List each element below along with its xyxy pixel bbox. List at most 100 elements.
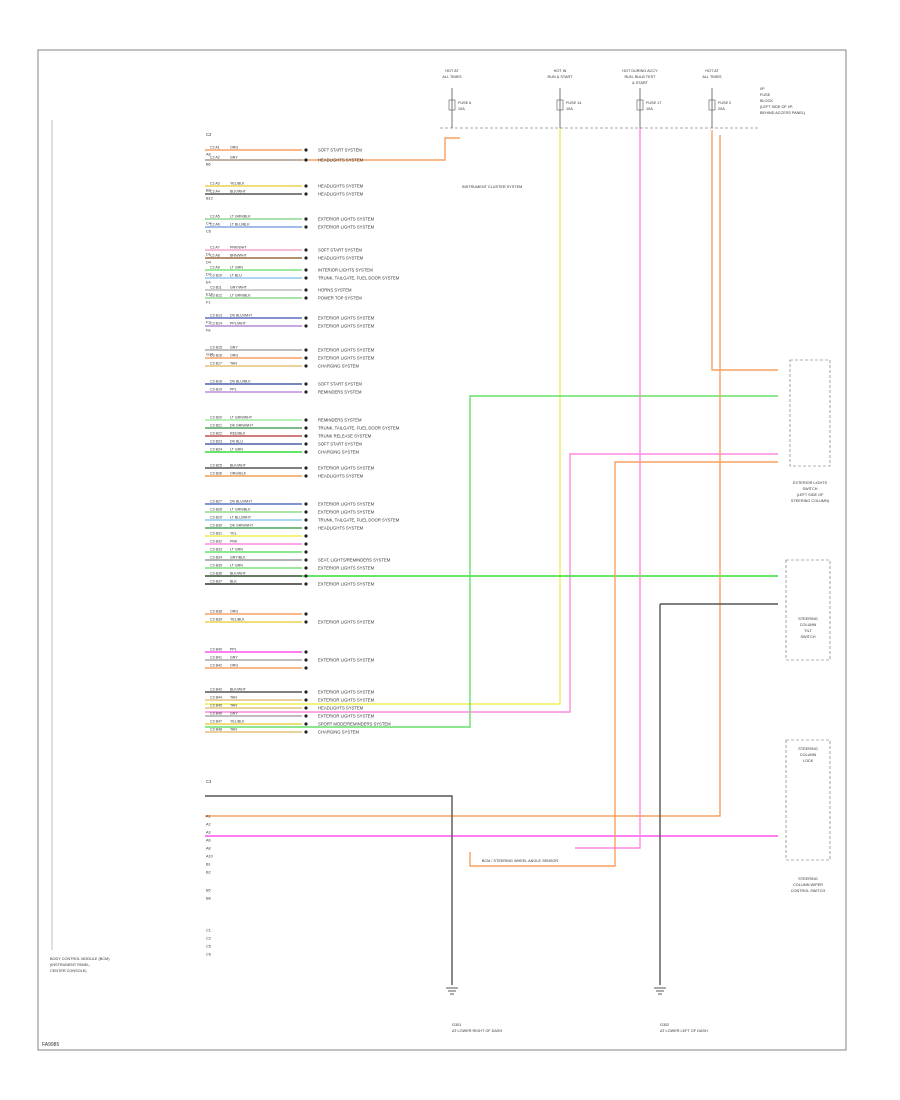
connector-pin: D4	[206, 261, 211, 265]
row-terminal	[304, 558, 308, 562]
row-destination: SPORT MODE/REMINDERS SYSTEM	[318, 722, 391, 727]
row-pin: C3 B17	[210, 362, 222, 366]
row-circuit: GRY/BLK	[230, 556, 246, 560]
row-pin: C2 A3	[210, 182, 220, 186]
connector-pin: B12	[206, 197, 213, 201]
row-terminal	[304, 690, 308, 694]
connector-pin: C1	[206, 929, 211, 933]
row-terminal	[304, 348, 308, 352]
row-pin: C3 B29	[210, 516, 222, 520]
fuse-rating: 10A	[566, 107, 573, 111]
row-circuit: YEL	[230, 532, 237, 536]
wire-run	[711, 130, 778, 371]
fuse-panel-label: BLOCK	[760, 99, 773, 103]
row-circuit: PNK/WHT	[230, 246, 247, 250]
row-circuit: PNK	[230, 540, 238, 544]
row-destination: HEADLIGHTS SYSTEM	[318, 192, 364, 197]
row-destination: EXTERIOR LIGHTS SYSTEM	[318, 566, 375, 571]
row-circuit: ORG	[230, 146, 238, 150]
row-circuit: DK GRN/WHT	[230, 524, 254, 528]
fuse-power-label: HOT IN	[554, 69, 567, 73]
row-pin: C3 B47	[210, 720, 222, 724]
row-terminal	[304, 225, 308, 229]
row-destination: SOFT START SYSTEM	[318, 248, 362, 253]
switch-label: (LEFT SIDE OF	[797, 493, 824, 497]
row-pin: C3 B38	[210, 610, 222, 614]
row-terminal	[304, 698, 308, 702]
connector-pin: A1	[206, 815, 211, 819]
row-terminal	[304, 518, 308, 522]
row-terminal	[304, 466, 308, 470]
connector-pin: C6	[206, 230, 211, 234]
row-destination: REMINDERS SYSTEM	[318, 390, 362, 395]
row-terminal	[304, 714, 308, 718]
row-terminal	[304, 288, 308, 292]
row-terminal	[304, 426, 308, 430]
row-circuit: RED/BLK	[230, 432, 246, 436]
fuse-power-label: ALL TIMES	[442, 75, 462, 79]
row-destination: SOFT START SYSTEM	[318, 148, 362, 153]
row-circuit: LT BLU/WHT	[230, 516, 252, 520]
fuse-number: FUSE 2	[718, 101, 731, 105]
row-circuit: BLK/WHT	[230, 572, 247, 576]
row-pin: C3 B14	[210, 322, 222, 326]
diagram-frame	[37, 49, 847, 1051]
fuse-panel-label: FUSE	[760, 93, 771, 97]
wire-run	[205, 795, 453, 985]
row-terminal	[304, 566, 308, 570]
row-pin: C2 A6	[210, 223, 220, 227]
row-circuit: DK GRN/WHT	[230, 424, 254, 428]
switch-box	[789, 359, 831, 467]
row-pin: C3 B23	[210, 440, 222, 444]
row-destination: EXTERIOR LIGHTS SYSTEM	[318, 714, 375, 719]
switch-label: COLUMN WIPER	[793, 883, 823, 887]
fuse-rating: 20A	[718, 107, 725, 111]
splice-label: BCM / STEERING WHEEL ANGLE SENSOR	[482, 859, 558, 863]
row-pin: C2 A2	[210, 156, 220, 160]
connector-pin: G10	[206, 353, 213, 357]
switch-label: TILT	[804, 629, 812, 633]
wire-run	[205, 453, 778, 713]
row-destination: CHARGING SYSTEM	[318, 730, 359, 735]
connector-name: C2	[206, 132, 212, 137]
row-circuit: TAN	[230, 362, 237, 366]
row-circuit: YEL/BLK	[230, 720, 245, 724]
row-destination: HEADLIGHTS SYSTEM	[318, 158, 364, 163]
row-terminal	[304, 542, 308, 546]
row-terminal	[304, 442, 308, 446]
splice-label: INSTRUMENT CLUSTER SYSTEM	[462, 185, 522, 189]
fuse-panel-label: (LEFT SIDE OF I/P,	[760, 105, 793, 109]
row-destination: CHARGING SYSTEM	[318, 364, 359, 369]
row-pin: C3 B27	[210, 500, 222, 504]
row-terminal	[304, 418, 308, 422]
row-circuit: GRY	[230, 656, 238, 660]
row-circuit: LT BLU/BLK	[230, 223, 250, 227]
row-terminal	[304, 390, 308, 394]
fuse-power-label: HOT AT	[705, 69, 719, 73]
fuse-power-label: RUN & START	[548, 75, 574, 79]
row-destination: TRUNK, TAILGATE, FUEL DOOR SYSTEM	[318, 518, 400, 523]
row-destination: HORNS SYSTEM	[318, 288, 352, 293]
row-terminal	[304, 612, 308, 616]
row-pin: C3 B26	[210, 472, 222, 476]
row-circuit: DK BLU/WHT	[230, 500, 253, 504]
